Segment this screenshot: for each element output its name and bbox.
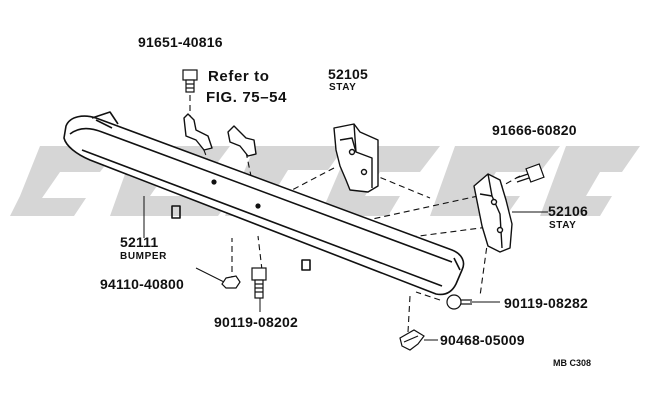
bumper-name: BUMPER [120,251,167,262]
bolt-bottom-label: 90119-08202 [214,314,298,330]
stay-left-number: 52105 [328,66,368,82]
bumper-drawing [63,111,465,296]
stay-right-drawing [473,173,513,253]
stay-right-name: STAY [549,220,577,231]
stay-right-number: 52106 [548,203,588,219]
bolt-top-label: 91651-40816 [138,34,223,50]
reference-line-1: Refer to [208,68,270,85]
bolt-right-label: 91666-60820 [492,122,577,138]
stay-left-drawing [333,123,379,193]
bolt-mid-label: 90119-08282 [504,295,588,311]
reference-line-2: FIG. 75–54 [206,89,288,106]
nut-label: 94110-40800 [100,276,184,292]
bolt-right-drawing [515,163,545,183]
drawing-code: MB C308 [553,358,592,368]
label-leaders [143,196,548,341]
bolt-bottom-drawing [251,267,267,299]
stay-left-name: STAY [329,82,357,93]
nut-drawing [221,275,241,289]
bolt-top-drawing [182,69,198,93]
reference-brackets-drawing [183,113,257,157]
bolt-mid-drawing [446,294,472,310]
clip-label: 90468-05009 [440,332,525,348]
bumper-number: 52111 [120,234,159,250]
clip-drawing [399,329,425,351]
